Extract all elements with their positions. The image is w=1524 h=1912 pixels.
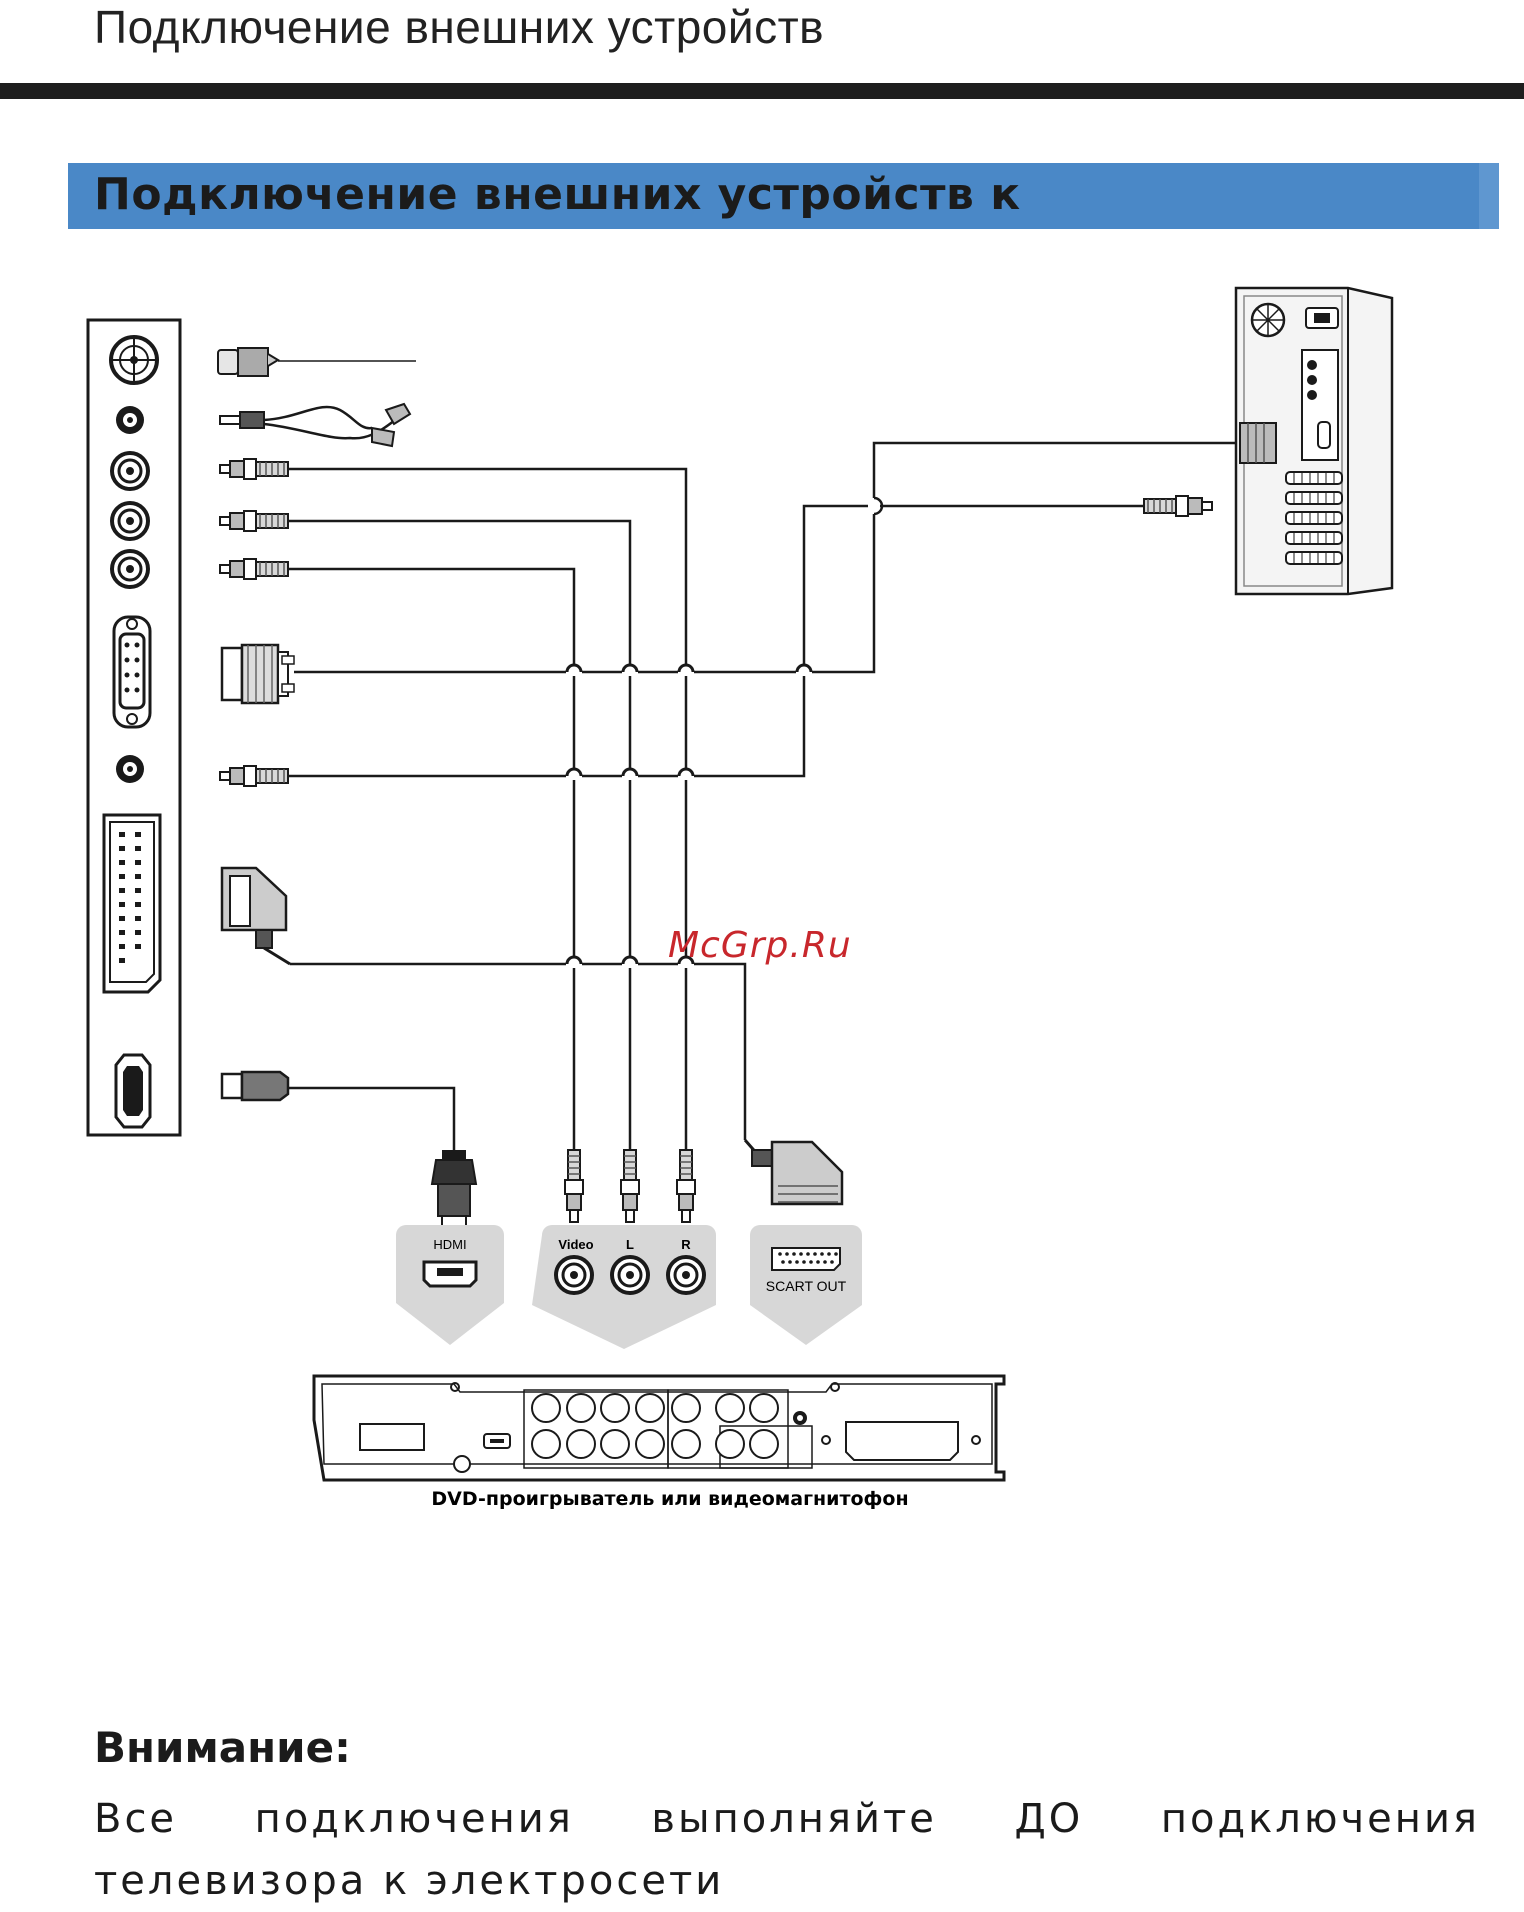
rca-plug-right <box>220 559 288 579</box>
hdmi-output-panel: HDMI <box>396 1225 504 1345</box>
page-title: Подключение внешних устройств <box>94 0 824 54</box>
tv-rca-jack <box>112 453 148 489</box>
warning-text: Все подключения выполняйте ДО подключени… <box>94 1788 1480 1912</box>
vga-port <box>114 617 150 727</box>
header-rule <box>0 83 1524 99</box>
pc-vga-connector <box>1240 423 1276 463</box>
rca-plug-left <box>220 511 288 531</box>
tv-side-panel <box>88 320 180 1135</box>
hdmi-label: HDMI <box>433 1237 466 1252</box>
video-label: Video <box>558 1237 593 1252</box>
scart-plug <box>222 868 290 964</box>
dvd-player-caption: DVD-проигрыватель или видеомагнитофон <box>431 1488 908 1510</box>
scart-plug-dvd <box>745 1140 842 1204</box>
rca-plug-pc-audio <box>220 766 288 786</box>
section-title: Подключение внешних устройств к <box>94 169 1021 220</box>
tv-rca-jack <box>112 503 148 539</box>
warning-heading: Внимание: <box>94 1723 351 1772</box>
antenna-plug <box>218 348 416 376</box>
right-label: R <box>681 1237 691 1252</box>
rca-plug-left-dvd <box>621 1150 639 1222</box>
av-output-panel: Video L R <box>532 1225 716 1349</box>
scart-out-label: SCART OUT <box>766 1278 847 1294</box>
rca-plug-video <box>220 459 288 479</box>
pc-audio-jack <box>116 755 144 783</box>
rca-plug-right-dvd <box>677 1150 695 1222</box>
antenna-input-jack <box>111 337 157 383</box>
earphones-icon <box>220 404 410 446</box>
dvd-player-rear <box>314 1376 1004 1480</box>
vga-plug <box>222 645 294 703</box>
scart-output-panel: SCART OUT <box>750 1225 862 1345</box>
headphone-jack <box>116 406 144 434</box>
rca-plug-video-dvd <box>565 1150 583 1222</box>
hdmi-plug-dvd <box>432 1150 476 1230</box>
hdmi-plug <box>222 1072 288 1100</box>
connection-diagram: HDMI Video L R SCART OUT <box>0 270 1524 1540</box>
left-label: L <box>626 1237 634 1252</box>
pc-tower <box>1236 288 1392 594</box>
cable-crossings <box>566 498 882 968</box>
cables <box>288 443 1240 1150</box>
watermark: McGrp.Ru <box>668 925 852 966</box>
pc-audio-plug <box>1144 496 1212 516</box>
hdmi-port <box>116 1055 150 1127</box>
section-banner: Подключение внешних устройств к <box>68 163 1499 229</box>
scart-port <box>104 815 160 992</box>
tv-rca-jack <box>112 551 148 587</box>
